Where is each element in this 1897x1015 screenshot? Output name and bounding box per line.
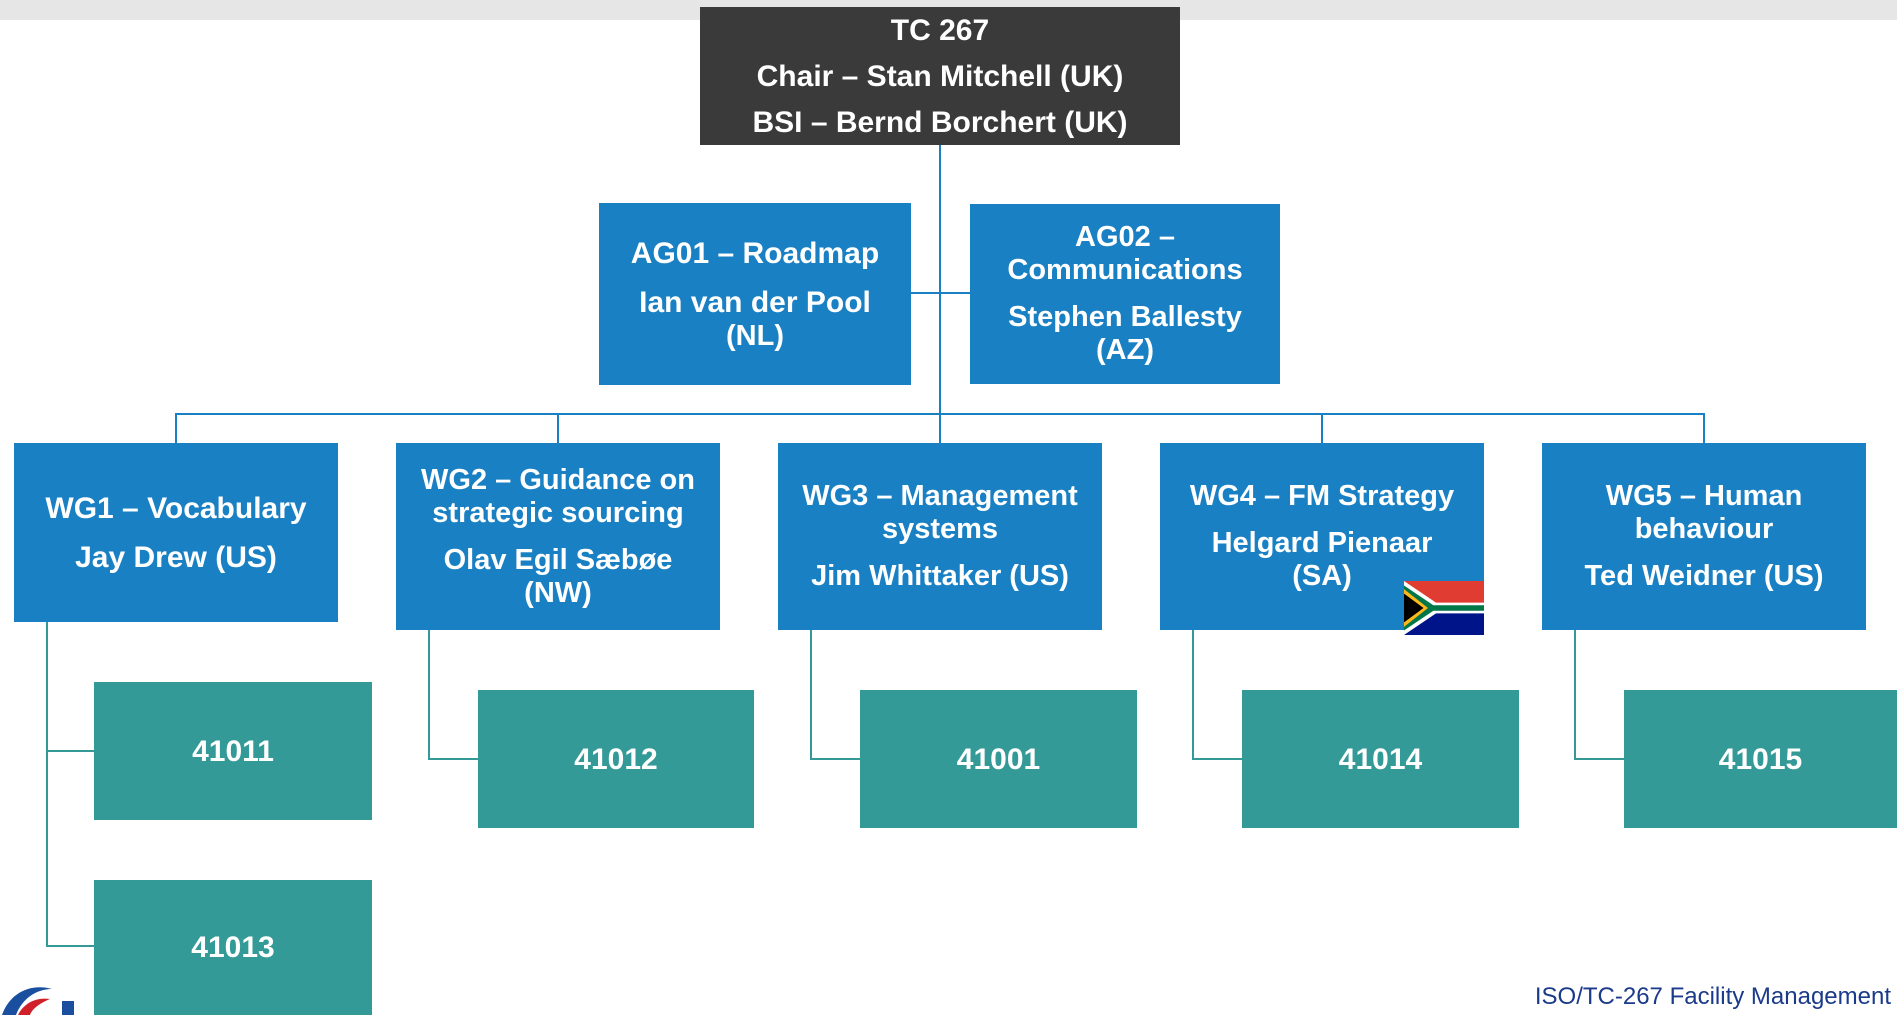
connector-wg2 (557, 413, 559, 443)
wg2-person: Olav Egil Sæbøe (443, 543, 673, 576)
connector-wg5-std (1574, 630, 1576, 760)
footer-text: ISO/TC-267 Facility Management (1534, 983, 1891, 1010)
standard-41012-box: 41012 (478, 690, 754, 828)
ag01-box: AG01 – Roadmap Ian van der Pool (NL) (599, 203, 911, 385)
ag02-title-1: AG02 – (1075, 221, 1175, 253)
connector-wg4 (1321, 413, 1323, 443)
standard-41013-box: 41013 (94, 880, 372, 1015)
standard-41015-label: 41015 (1718, 742, 1803, 776)
standard-41013-label: 41013 (191, 931, 275, 964)
connector-wg5 (1703, 413, 1705, 443)
tc267-box: TC 267 Chair – Stan Mitchell (UK) BSI – … (700, 7, 1180, 145)
connector-wg4-std (1192, 630, 1194, 760)
standard-41012-label: 41012 (574, 742, 658, 776)
wg3-person: Jim Whittaker (US) (811, 560, 1069, 592)
connector-wg-bus (175, 413, 1705, 415)
wg5-title-1: WG5 – Human (1605, 480, 1803, 512)
connector-41015 (1574, 758, 1624, 760)
connector-41012 (428, 758, 478, 760)
wg3-title-1: WG3 – Management (802, 480, 1078, 512)
wg4-person: Helgard Pienaar (1211, 527, 1433, 559)
connector-wg3-std (810, 630, 812, 760)
connector-41014 (1192, 758, 1242, 760)
ag02-person: Stephen Ballesty (1008, 301, 1242, 333)
wg2-country: (NW) (524, 576, 592, 609)
wg3-box: WG3 – Management systems Jim Whittaker (… (778, 443, 1102, 630)
connector-41001 (810, 758, 860, 760)
ag02-box: AG02 – Communications Stephen Ballesty (… (970, 204, 1280, 384)
standard-41014-label: 41014 (1338, 742, 1423, 776)
wg2-title-1: WG2 – Guidance on (421, 463, 695, 496)
south-africa-flag-icon (1404, 581, 1484, 635)
standard-41014-box: 41014 (1242, 690, 1519, 828)
connector-wg2-std (428, 630, 430, 760)
standard-41015-box: 41015 (1624, 690, 1897, 828)
ag01-country: (NL) (726, 319, 784, 352)
wg4-country: (SA) (1292, 560, 1352, 592)
ag02-title-2: Communications (1007, 254, 1243, 286)
connector-41013 (46, 945, 94, 947)
wg5-person: Ted Weidner (US) (1584, 560, 1824, 592)
ag01-person: Ian van der Pool (639, 285, 871, 319)
tc-secretary: BSI – Bernd Borchert (UK) (752, 105, 1128, 139)
wg1-person: Jay Drew (US) (75, 540, 277, 574)
tc-chair: Chair – Stan Mitchell (UK) (756, 59, 1124, 93)
tc-title: TC 267 (890, 13, 990, 47)
connector-wg1-std (46, 622, 48, 947)
wg1-title: WG1 – Vocabulary (45, 491, 307, 525)
wg2-box: WG2 – Guidance on strategic sourcing Ola… (396, 443, 720, 630)
wg4-title: WG4 – FM Strategy (1189, 480, 1455, 512)
connector-wg1 (175, 413, 177, 443)
standard-41011-label: 41011 (192, 734, 274, 768)
standard-41011-box: 41011 (94, 682, 372, 820)
wg3-title-2: systems (881, 513, 999, 545)
standard-41001-label: 41001 (956, 742, 1041, 776)
ag01-title: AG01 – Roadmap (630, 236, 880, 270)
iso-logo-icon (2, 987, 74, 1015)
wg2-title-2: strategic sourcing (432, 496, 684, 529)
wg5-box: WG5 – Human behaviour Ted Weidner (US) (1542, 443, 1866, 630)
connector-ag (911, 292, 970, 294)
standard-41001-box: 41001 (860, 690, 1137, 828)
connector-trunk (939, 145, 941, 443)
ag02-country: (AZ) (1096, 334, 1154, 366)
wg1-box: WG1 – Vocabulary Jay Drew (US) (14, 443, 338, 622)
connector-41011 (46, 750, 94, 752)
wg5-title-2: behaviour (1634, 513, 1774, 545)
